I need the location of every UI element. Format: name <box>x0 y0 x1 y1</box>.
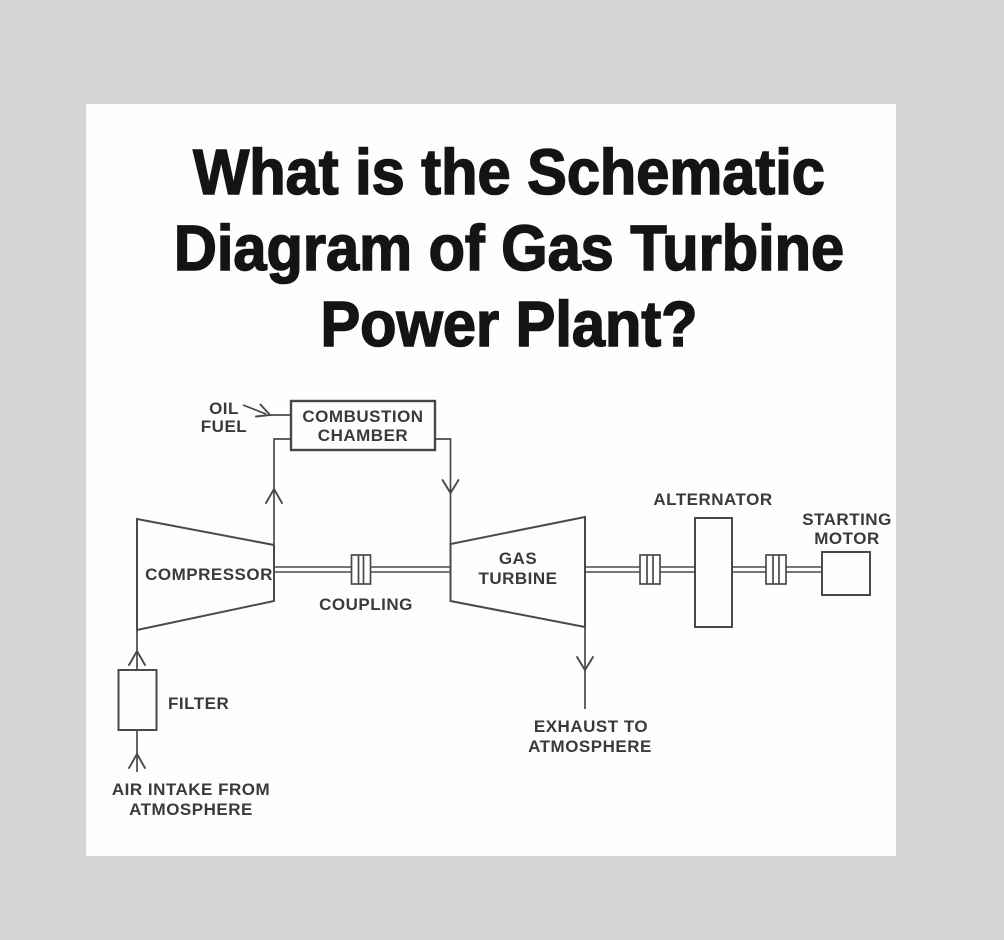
title-line-2: Diagram of Gas Turbine <box>173 211 845 285</box>
gas-turbine-label-line2: TURBINE <box>478 569 557 588</box>
content-card <box>86 104 896 856</box>
compressor-to-combustion-line <box>273 438 291 545</box>
page-title: What is the Schematic Diagram of Gas Tur… <box>132 134 885 362</box>
compressor-outlet-up-arrowhead-icon <box>265 487 283 504</box>
coupling-1-flange-lines <box>357 555 365 584</box>
title-line-3: Power Plant? <box>320 287 699 361</box>
alternator-box <box>694 517 733 628</box>
coupling-1-box <box>350 554 372 585</box>
oil-fuel-label-line2: FUEL <box>201 417 247 436</box>
turbine-inlet-down-arrowhead-icon <box>441 479 460 495</box>
title-line-1: What is the Schematic <box>192 135 825 209</box>
coupling-3-flange-lines <box>772 555 780 584</box>
coupling-2-box <box>639 554 661 585</box>
coupling-label: COUPLING <box>319 595 413 614</box>
oil-fuel-label-line1: OIL <box>209 399 239 418</box>
exhaust-label-line2: ATMOSPHERE <box>528 737 652 756</box>
starting-motor-box <box>821 551 871 596</box>
oil-fuel-arrowhead-icon <box>255 403 272 418</box>
filter-label: FILTER <box>168 694 229 713</box>
starting-motor-label-line1: STARTING <box>802 510 892 529</box>
combustion-chamber-label-line2: CHAMBER <box>318 426 408 445</box>
air-intake-lower-arrowhead-icon <box>128 752 146 769</box>
exhaust-down-arrowhead-icon <box>576 656 594 672</box>
oil-fuel-feed-line <box>242 404 267 415</box>
filter-box <box>117 669 158 731</box>
combustion-chamber-label-line1: COMBUSTION <box>302 407 423 426</box>
coupling-1 <box>350 554 372 585</box>
combustion-chamber-box <box>289 399 437 452</box>
air-intake-label-line2: ATMOSPHERE <box>129 800 253 819</box>
air-intake-upper-arrowhead-icon <box>128 649 146 666</box>
exhaust-label-line1: EXHAUST TO <box>534 717 648 736</box>
coupling-3-box <box>765 554 787 585</box>
compressor-shape <box>136 517 275 632</box>
gas-turbine-label-line1: GAS <box>499 549 537 568</box>
compressor-label: COMPRESSOR <box>145 565 273 584</box>
combustion-to-turbine-line <box>435 438 452 544</box>
coupling-3 <box>765 554 787 585</box>
coupling-2-flange-lines <box>646 555 654 584</box>
air-intake-label-line1: AIR INTAKE FROM <box>112 780 270 799</box>
starting-motor-label-line2: MOTOR <box>814 529 879 548</box>
alternator-label: ALTERNATOR <box>653 490 772 509</box>
gas-turbine-shape <box>449 515 586 629</box>
coupling-2 <box>639 554 661 585</box>
